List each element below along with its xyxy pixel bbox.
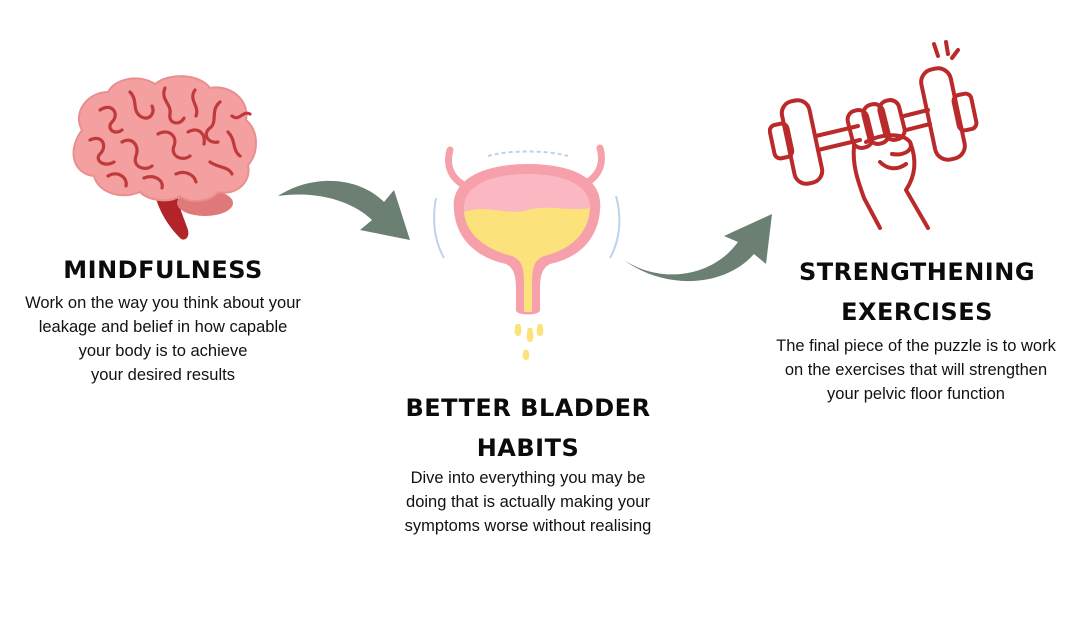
description-line: your pelvic floor function: [752, 382, 1080, 406]
description-line: doing that is actually making your: [368, 490, 688, 514]
description-line: your desired results: [0, 363, 326, 387]
title-line: EXERCISES: [764, 292, 1070, 332]
description-line: The final piece of the puzzle is to work: [752, 334, 1080, 358]
title-line: HABITS: [378, 428, 678, 468]
step-description-better-bladder-habits: Dive into everything you may be doing th…: [368, 466, 688, 538]
step-title-mindfulness: MINDFULNESS: [0, 256, 326, 284]
description-line: on the exercises that will strengthen: [752, 358, 1080, 382]
description-line: your body is to achieve: [0, 339, 326, 363]
bladder-icon: [428, 140, 628, 365]
title-line: STRENGTHENING: [764, 252, 1070, 292]
title-line: BETTER BLADDER: [378, 388, 678, 428]
description-line: Dive into everything you may be: [368, 466, 688, 490]
description-line: Work on the way you think about your: [0, 291, 326, 315]
arrow-right-icon: [272, 168, 432, 248]
brain-icon: [60, 70, 265, 245]
step-title-better-bladder-habits: BETTER BLADDER HABITS: [378, 388, 678, 468]
description-line: symptoms worse without realising: [368, 514, 688, 538]
step-title-strengthening-exercises: STRENGTHENING EXERCISES: [764, 252, 1070, 332]
step-description-strengthening-exercises: The final piece of the puzzle is to work…: [752, 334, 1080, 406]
step-description-mindfulness: Work on the way you think about your lea…: [0, 291, 326, 387]
dumbbell-fist-icon: [768, 38, 993, 238]
description-line: leakage and belief in how capable: [0, 315, 326, 339]
arrow-up-right-icon: [620, 208, 780, 288]
